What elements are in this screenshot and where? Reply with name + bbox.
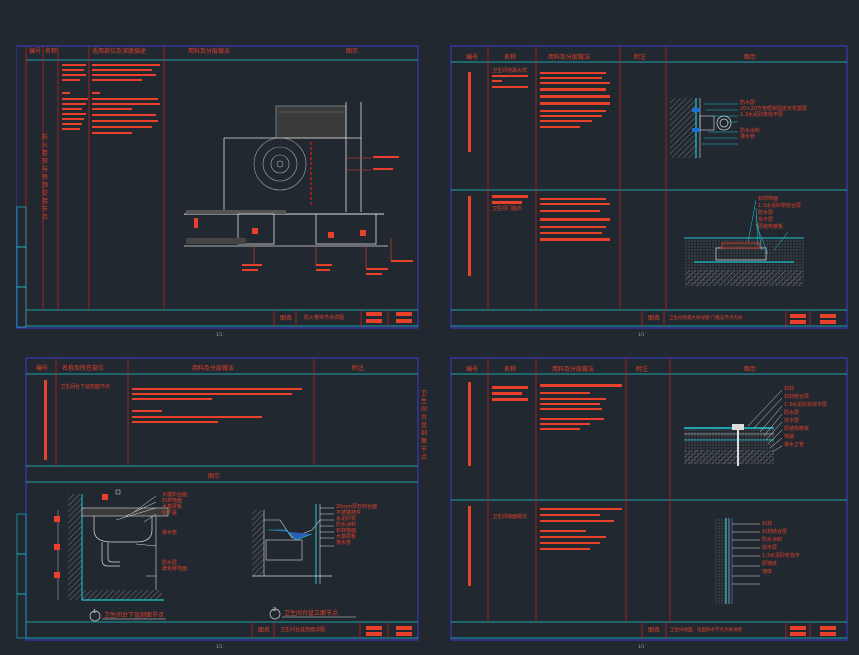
callout-label: 防水层 bbox=[758, 210, 774, 216]
sheet-4-header-illustration: 图示 bbox=[744, 366, 757, 373]
sheet-3-right-labels: 20mm厚石材台面 不锈钢挂件 水泥砂浆 防水涂料 石材饰面 木基层板 排水管 bbox=[336, 504, 377, 546]
callout-label: 1:3水泥砂浆找平层 bbox=[784, 402, 828, 408]
sheet-4-header-name: 名称 bbox=[504, 366, 517, 373]
sheet-2-title-label: 图名 bbox=[648, 315, 661, 322]
callout-label: 防水层 bbox=[784, 410, 800, 416]
callout-label: 大理石台面 bbox=[162, 492, 188, 498]
sheet-2-header-illustration: 图示 bbox=[744, 54, 757, 61]
callout-label: 木基层板 bbox=[336, 534, 357, 540]
sheet-3-title-value: 卫生间台盆剖面详图 bbox=[280, 627, 326, 633]
sheet-2-header-name: 名称 bbox=[504, 54, 517, 61]
callout-label: 石材饰面 bbox=[758, 196, 779, 202]
sheet-1-header-illustration: 图示 bbox=[346, 48, 359, 55]
callout-label: 找平层 bbox=[758, 217, 774, 223]
callout-label: 防水涂料 bbox=[762, 537, 783, 543]
callout-label: 石材饰面 bbox=[162, 498, 183, 504]
sheet-3-left-labels: 大理石台面 石材饰面 木基层板 台下盆 排水管 防水层 玻化砖地面 bbox=[162, 492, 187, 572]
callout-label: 1:3水泥砂浆找平 bbox=[762, 553, 801, 559]
sheet-1-footer: 1/1 bbox=[216, 332, 223, 337]
sheet-1-drawing bbox=[15, 45, 419, 329]
callout-label: 防水涂料 bbox=[336, 522, 357, 528]
callout-label: 地漏 bbox=[784, 434, 795, 440]
callout-label: 20×20方管框架固定天花基层 bbox=[740, 106, 807, 112]
sheet-4-title-value: 卫生间地面、墙面防水节点大样详图 bbox=[670, 628, 742, 633]
callout-label: 排水管 bbox=[336, 540, 352, 546]
callout-label: 防水层 bbox=[740, 100, 756, 106]
sheet-2-row1-name: 卫生间地漏大样 bbox=[492, 68, 528, 74]
sheet-3-title-label: 图名 bbox=[258, 627, 271, 634]
sheet-3-caption-1-number: 1 bbox=[93, 609, 97, 615]
sheet-3-drawing-header: 图示 bbox=[208, 473, 221, 480]
sheet-4-header-number: 编号 bbox=[466, 366, 479, 373]
sheet-2: 编号 名称 用料及分层做法 附注 图示 卫生间地漏大样 卫生间门槛石 防水层 2… bbox=[448, 42, 852, 342]
sheet-2-header-number: 编号 bbox=[466, 54, 479, 61]
callout-label: 玻化砖地面 bbox=[162, 566, 188, 572]
sheet-2-title-value: 卫生间地漏大样详图 门槛石节点大样 bbox=[669, 316, 743, 321]
sheet-2-row2-name: 卫生间门槛石 bbox=[492, 206, 523, 212]
sheet-3-header-name: 名称及所在部位 bbox=[62, 365, 105, 372]
sheet-4-row2-labels: 石材 石材结合层 防水涂料 找平层 1:3水泥砂浆找平 原墙体 墙体 bbox=[762, 520, 800, 576]
sheet-3-footer: 1/1 bbox=[216, 644, 223, 649]
sheet-4-title-label: 图名 bbox=[648, 627, 661, 634]
callout-label: 石材饰面 bbox=[336, 528, 357, 534]
sheet-1-title-value: 防火卷帘节点详图 bbox=[304, 315, 345, 321]
callout-label: 石材 bbox=[784, 386, 795, 392]
sheet-3-caption-2: 卫生间台盆立面节点 bbox=[284, 610, 339, 617]
sheet-3-header-materials: 用料及分层做法 bbox=[192, 365, 235, 372]
sheet-3-side-title: 卫生间台盆剖面节点 bbox=[421, 390, 428, 461]
callout-label: 不锈钢挂件 bbox=[336, 510, 362, 516]
callout-label: 墙体 bbox=[762, 569, 773, 575]
callout-label: 原墙体 bbox=[762, 561, 778, 567]
sheet-1-title-label: 图名 bbox=[280, 315, 293, 322]
sheet-1-header-number: 编号 bbox=[29, 48, 42, 55]
sheet-2-drawing bbox=[450, 45, 848, 329]
sheet-4-header-materials: 用料及分层做法 bbox=[552, 366, 595, 373]
sheet-3-row1-name: 卫生间台下盆剖面节点 bbox=[60, 384, 111, 390]
sheet-1-header-name: 名称 bbox=[45, 48, 58, 55]
sheet-1-header-scope: 适用部位及深度描述 bbox=[92, 48, 147, 55]
callout-label: 石材结合层 bbox=[784, 394, 810, 400]
callout-label: 原结构楼板 bbox=[784, 426, 810, 432]
callout-label: 台下盆 bbox=[162, 510, 178, 516]
sheet-4: 编号 名称 用料及分层做法 附注 图示 卫生间墙面做法 石材 石材结合层 1:3… bbox=[448, 354, 852, 651]
callout-label: 1:3水泥砂浆找平层 bbox=[740, 112, 784, 118]
sheet-2-row1-labels: 防水层 20×20方管框架固定天花基层 1:3水泥砂浆找平层 防水涂料 排水管 bbox=[740, 100, 807, 140]
callout-label: 排水管 bbox=[162, 530, 178, 536]
callout-label: 防水层 bbox=[162, 560, 178, 566]
callout-label: 石材 bbox=[762, 521, 773, 527]
sheet-1-vertical-name: 防火卷帘与吊顶交接节点 bbox=[42, 134, 49, 221]
sheet-4-header-notes: 附注 bbox=[636, 366, 649, 373]
sheet-2-footer: 1/1 bbox=[638, 332, 645, 337]
callout-label: 排水管 bbox=[740, 134, 756, 140]
sheet-4-row1-labels: 石材 石材结合层 1:3水泥砂浆找平层 防水层 找平层 原结构楼板 地漏 排水立… bbox=[784, 385, 827, 449]
sheet-2-row2-labels: 石材饰面 1:3水泥砂浆结合层 防水层 找平层 原结构楼板 bbox=[758, 196, 801, 231]
sheet-3-caption-2-number: 2 bbox=[273, 607, 277, 613]
sheet-1-header-materials: 用料及分层做法 bbox=[188, 48, 231, 55]
callout-label: 20mm厚石材台面 bbox=[336, 504, 378, 510]
callout-label: 找平层 bbox=[784, 418, 800, 424]
sheet-3-header-number: 编号 bbox=[36, 365, 49, 372]
sheet-4-drawing bbox=[450, 357, 848, 641]
callout-label: 水泥砂浆 bbox=[336, 516, 357, 522]
callout-label: 1:3水泥砂浆结合层 bbox=[758, 203, 802, 209]
sheet-3-drawing bbox=[16, 357, 419, 641]
sheet-3-header-notes: 附注 bbox=[352, 365, 365, 372]
callout-label: 排水立管 bbox=[784, 442, 805, 448]
callout-label: 防水涂料 bbox=[740, 128, 761, 134]
sheet-1: 编号 名称 适用部位及深度描述 用料及分层做法 图示 防火卷帘与吊顶交接节点 图… bbox=[15, 42, 420, 342]
sheet-3: 编号 名称及所在部位 用料及分层做法 附注 卫生间台下盆剖面节点 卫生间台盆剖面… bbox=[16, 354, 436, 651]
callout-label: 石材结合层 bbox=[762, 529, 788, 535]
callout-label: 木基层板 bbox=[162, 504, 183, 510]
callout-label: 原结构楼板 bbox=[758, 224, 784, 230]
sheet-2-header-materials: 用料及分层做法 bbox=[548, 54, 591, 61]
sheet-4-footer: 1/1 bbox=[638, 644, 645, 649]
sheet-4-row2-name: 卫生间墙面做法 bbox=[492, 514, 528, 520]
sheet-3-caption-1: 卫生间台下盆剖面节点 bbox=[104, 612, 165, 619]
callout-label: 找平层 bbox=[762, 545, 778, 551]
sheet-2-header-notes: 附注 bbox=[634, 54, 647, 61]
